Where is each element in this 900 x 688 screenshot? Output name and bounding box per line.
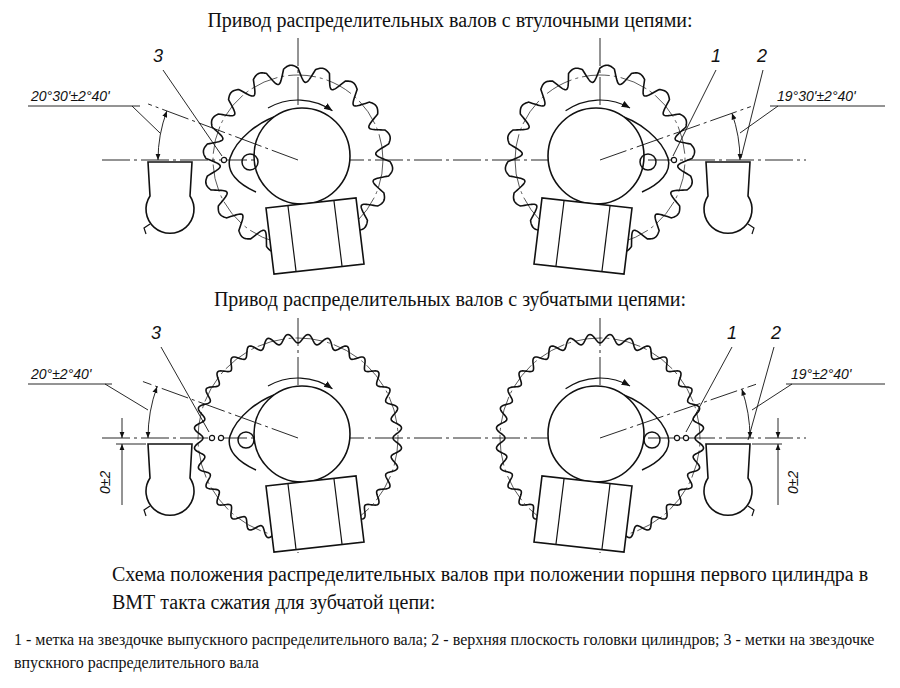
camshaft-hub (254, 386, 350, 482)
cap-line (288, 206, 296, 271)
angle-line (600, 384, 756, 438)
angle-dimension-label: 19°30'±2°40' (776, 88, 857, 105)
rotation-arrow (566, 100, 630, 111)
leader-line (752, 384, 792, 410)
leader-line (116, 444, 146, 445)
head-notch (748, 506, 754, 516)
leader-line (786, 384, 885, 385)
angle-dimension-label: 19°±2°40' (790, 366, 852, 383)
leader-line (748, 347, 774, 440)
timing-mark (221, 157, 226, 162)
cylinder-head-section (704, 444, 752, 515)
timing-mark (683, 435, 688, 440)
leader-line (132, 106, 160, 133)
offset-dimension-label: 0±2 (786, 469, 803, 494)
pin-hole (238, 432, 254, 448)
leader-line (741, 70, 763, 158)
angle-line (143, 382, 298, 438)
timing-mark (671, 157, 676, 162)
leader-line (105, 384, 148, 410)
leader-line (752, 444, 782, 445)
offset-dimension (122, 444, 123, 464)
timing-mark (209, 435, 214, 440)
bearing-cap (266, 476, 364, 552)
camshaft-assembly (144, 38, 393, 274)
leader-line (28, 106, 140, 107)
cap-line (288, 484, 296, 549)
head-notch (144, 224, 150, 234)
angle-line (148, 104, 298, 160)
angle-dimension-label: 20°30'±2°40' (30, 88, 111, 105)
offset-dimension (122, 418, 123, 438)
callout-number: 1 (710, 46, 722, 68)
cap-line (602, 484, 610, 549)
bearing-cap (534, 476, 632, 552)
angle-dimension (158, 111, 167, 160)
callout-number: 1 (726, 323, 738, 345)
cap-line (602, 206, 610, 271)
leader-line (28, 384, 112, 385)
cap-line (556, 201, 564, 266)
leader-line (673, 70, 716, 156)
cap-line (556, 479, 564, 544)
camshaft-assembly (496, 318, 756, 553)
callout-number: 2 (770, 323, 782, 345)
callout-number: 3 (152, 46, 164, 68)
angle-dimension (732, 113, 740, 160)
leader-line (163, 70, 222, 156)
diagram-title: Привод распределительных валов с втулочн… (207, 8, 692, 32)
leader-line (770, 106, 885, 107)
rotation-arrow (566, 378, 630, 389)
angle-dimension (742, 389, 750, 438)
pin-hole (640, 154, 656, 170)
cylinder-head-section (146, 444, 194, 515)
key-note: 1 - метка на звездочке выпускного распре… (14, 628, 894, 674)
camshaft-assembly (505, 38, 754, 274)
center-line (102, 438, 806, 439)
cylinder-head-section (704, 162, 752, 233)
camshaft-hub (548, 386, 644, 482)
pin-hole (242, 154, 258, 170)
cap-line (334, 201, 342, 266)
offset-dimension-label: 0±2 (98, 469, 115, 494)
leader-line (161, 347, 209, 432)
offset-dimension (122, 464, 123, 505)
head-notch (748, 224, 754, 234)
callout-number: 3 (150, 323, 162, 345)
leader-line (740, 106, 778, 133)
camshaft-hub (548, 108, 644, 204)
offset-dimension (778, 418, 779, 438)
cap-line (334, 479, 342, 544)
section-heading: Привод распределительных валов с зубчаты… (214, 287, 686, 311)
leader-line (686, 347, 732, 432)
camshaft-hub (254, 108, 350, 204)
bearing-cap (266, 198, 364, 274)
timing-mark (674, 435, 679, 440)
angle-dimension (148, 387, 157, 438)
head-notch (144, 506, 150, 516)
pin-hole (644, 432, 660, 448)
angle-dimension-label: 20°±2°40' (30, 366, 92, 383)
callout-number: 2 (756, 46, 768, 68)
diagram-caption: Схема положения распределительных валов … (112, 560, 887, 616)
rotation-arrow (268, 378, 332, 389)
offset-dimension (778, 464, 779, 505)
bearing-cap (534, 198, 632, 274)
rotation-arrow (268, 100, 332, 111)
offset-dimension (778, 444, 779, 464)
cylinder-head-section (146, 162, 194, 233)
timing-mark (218, 435, 223, 440)
camshaft-assembly (143, 318, 402, 553)
